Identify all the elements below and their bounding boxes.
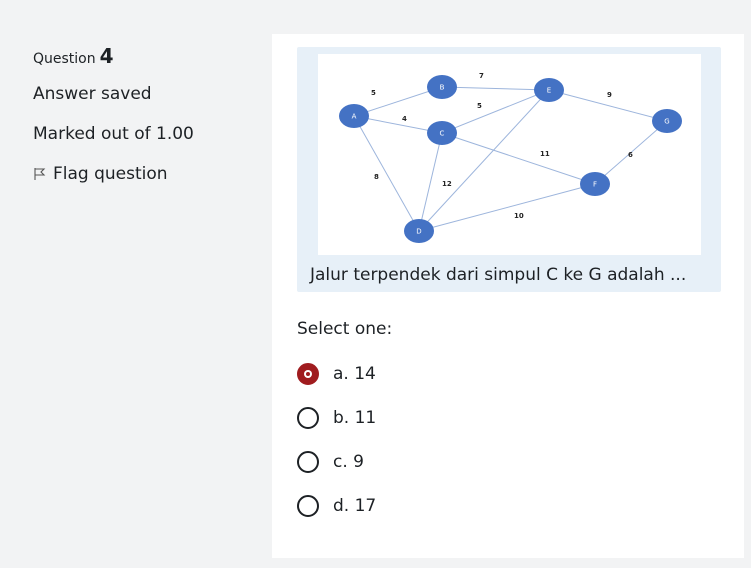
graph-edge xyxy=(441,86,550,91)
graph-diagram: 5 4 8 7 5 11 12 9 6 10 A B C D E F G xyxy=(339,72,682,243)
graph-node xyxy=(427,121,457,145)
answer-option[interactable]: c. 9 xyxy=(297,440,376,484)
graph-node-label: E xyxy=(547,87,551,95)
graph-edge xyxy=(353,86,443,117)
radio-button[interactable] xyxy=(297,363,319,385)
graph-node-label: A xyxy=(352,113,357,121)
answer-option[interactable]: d. 17 xyxy=(297,484,376,528)
answer-options: a. 14 b. 11 c. 9 d. 17 xyxy=(297,352,376,528)
edge-weight-label: 5 xyxy=(371,89,376,97)
graph-node xyxy=(534,78,564,102)
question-prompt: Jalur terpendek dari simpul C ke G adala… xyxy=(310,265,687,285)
graph-edge xyxy=(418,183,596,232)
answer-label: c. 9 xyxy=(333,452,364,472)
answer-option[interactable]: b. 11 xyxy=(297,396,376,440)
edge-weight-label: 8 xyxy=(374,173,379,181)
edge-weight-label: 10 xyxy=(514,212,524,220)
radio-button[interactable] xyxy=(297,495,319,517)
graph-node-label: F xyxy=(593,181,597,189)
question-text-box: 5 4 8 7 5 11 12 9 6 10 A B C D E F G Jalur terpendek dar… xyxy=(297,47,721,292)
flag-icon xyxy=(33,167,47,181)
flag-question-link[interactable]: Flag question xyxy=(33,164,253,184)
graph-node-label: D xyxy=(416,228,421,236)
graph-edge xyxy=(441,89,550,134)
graph-node-label: B xyxy=(440,84,445,92)
answer-state: Answer saved xyxy=(33,84,152,104)
radio-button[interactable] xyxy=(297,451,319,473)
edge-weight-label: 12 xyxy=(442,180,452,188)
graph-node xyxy=(339,104,369,128)
grade-info: Marked out of 1.00 xyxy=(33,124,194,144)
answer-label: d. 17 xyxy=(333,496,377,516)
graph-node-label: G xyxy=(664,118,669,126)
edge-weight-label: 9 xyxy=(607,91,612,99)
graph-edge xyxy=(548,89,668,122)
edge-weight-label: 5 xyxy=(477,102,482,110)
graph-edge xyxy=(441,132,596,185)
graph-node xyxy=(404,219,434,243)
question-label: Question xyxy=(33,51,96,67)
answer-label: b. 11 xyxy=(333,408,377,428)
edge-weight-label: 4 xyxy=(402,115,407,123)
select-one-label: Select one: xyxy=(297,319,393,339)
graph-image: 5 4 8 7 5 11 12 9 6 10 A B C D E F G xyxy=(318,54,701,255)
graph-node xyxy=(427,75,457,99)
edge-weight-label: 11 xyxy=(540,150,550,158)
edge-weight-label: 7 xyxy=(479,72,484,80)
answer-label: a. 14 xyxy=(333,364,376,384)
answer-option[interactable]: a. 14 xyxy=(297,352,376,396)
graph-edge xyxy=(594,120,668,185)
graph-edge xyxy=(353,115,443,134)
graph-edge xyxy=(418,89,550,232)
graph-node-label: C xyxy=(440,130,445,138)
radio-button[interactable] xyxy=(297,407,319,429)
graph-node xyxy=(580,172,610,196)
graph-edge xyxy=(353,115,420,232)
graph-edge xyxy=(418,132,443,232)
question-number-value: 4 xyxy=(99,44,114,68)
question-content: 5 4 8 7 5 11 12 9 6 10 A B C D E F G Jalur terpendek dar… xyxy=(272,34,744,558)
flag-question-label: Flag question xyxy=(53,164,168,184)
graph-node xyxy=(652,109,682,133)
edge-weight-label: 6 xyxy=(628,151,633,159)
